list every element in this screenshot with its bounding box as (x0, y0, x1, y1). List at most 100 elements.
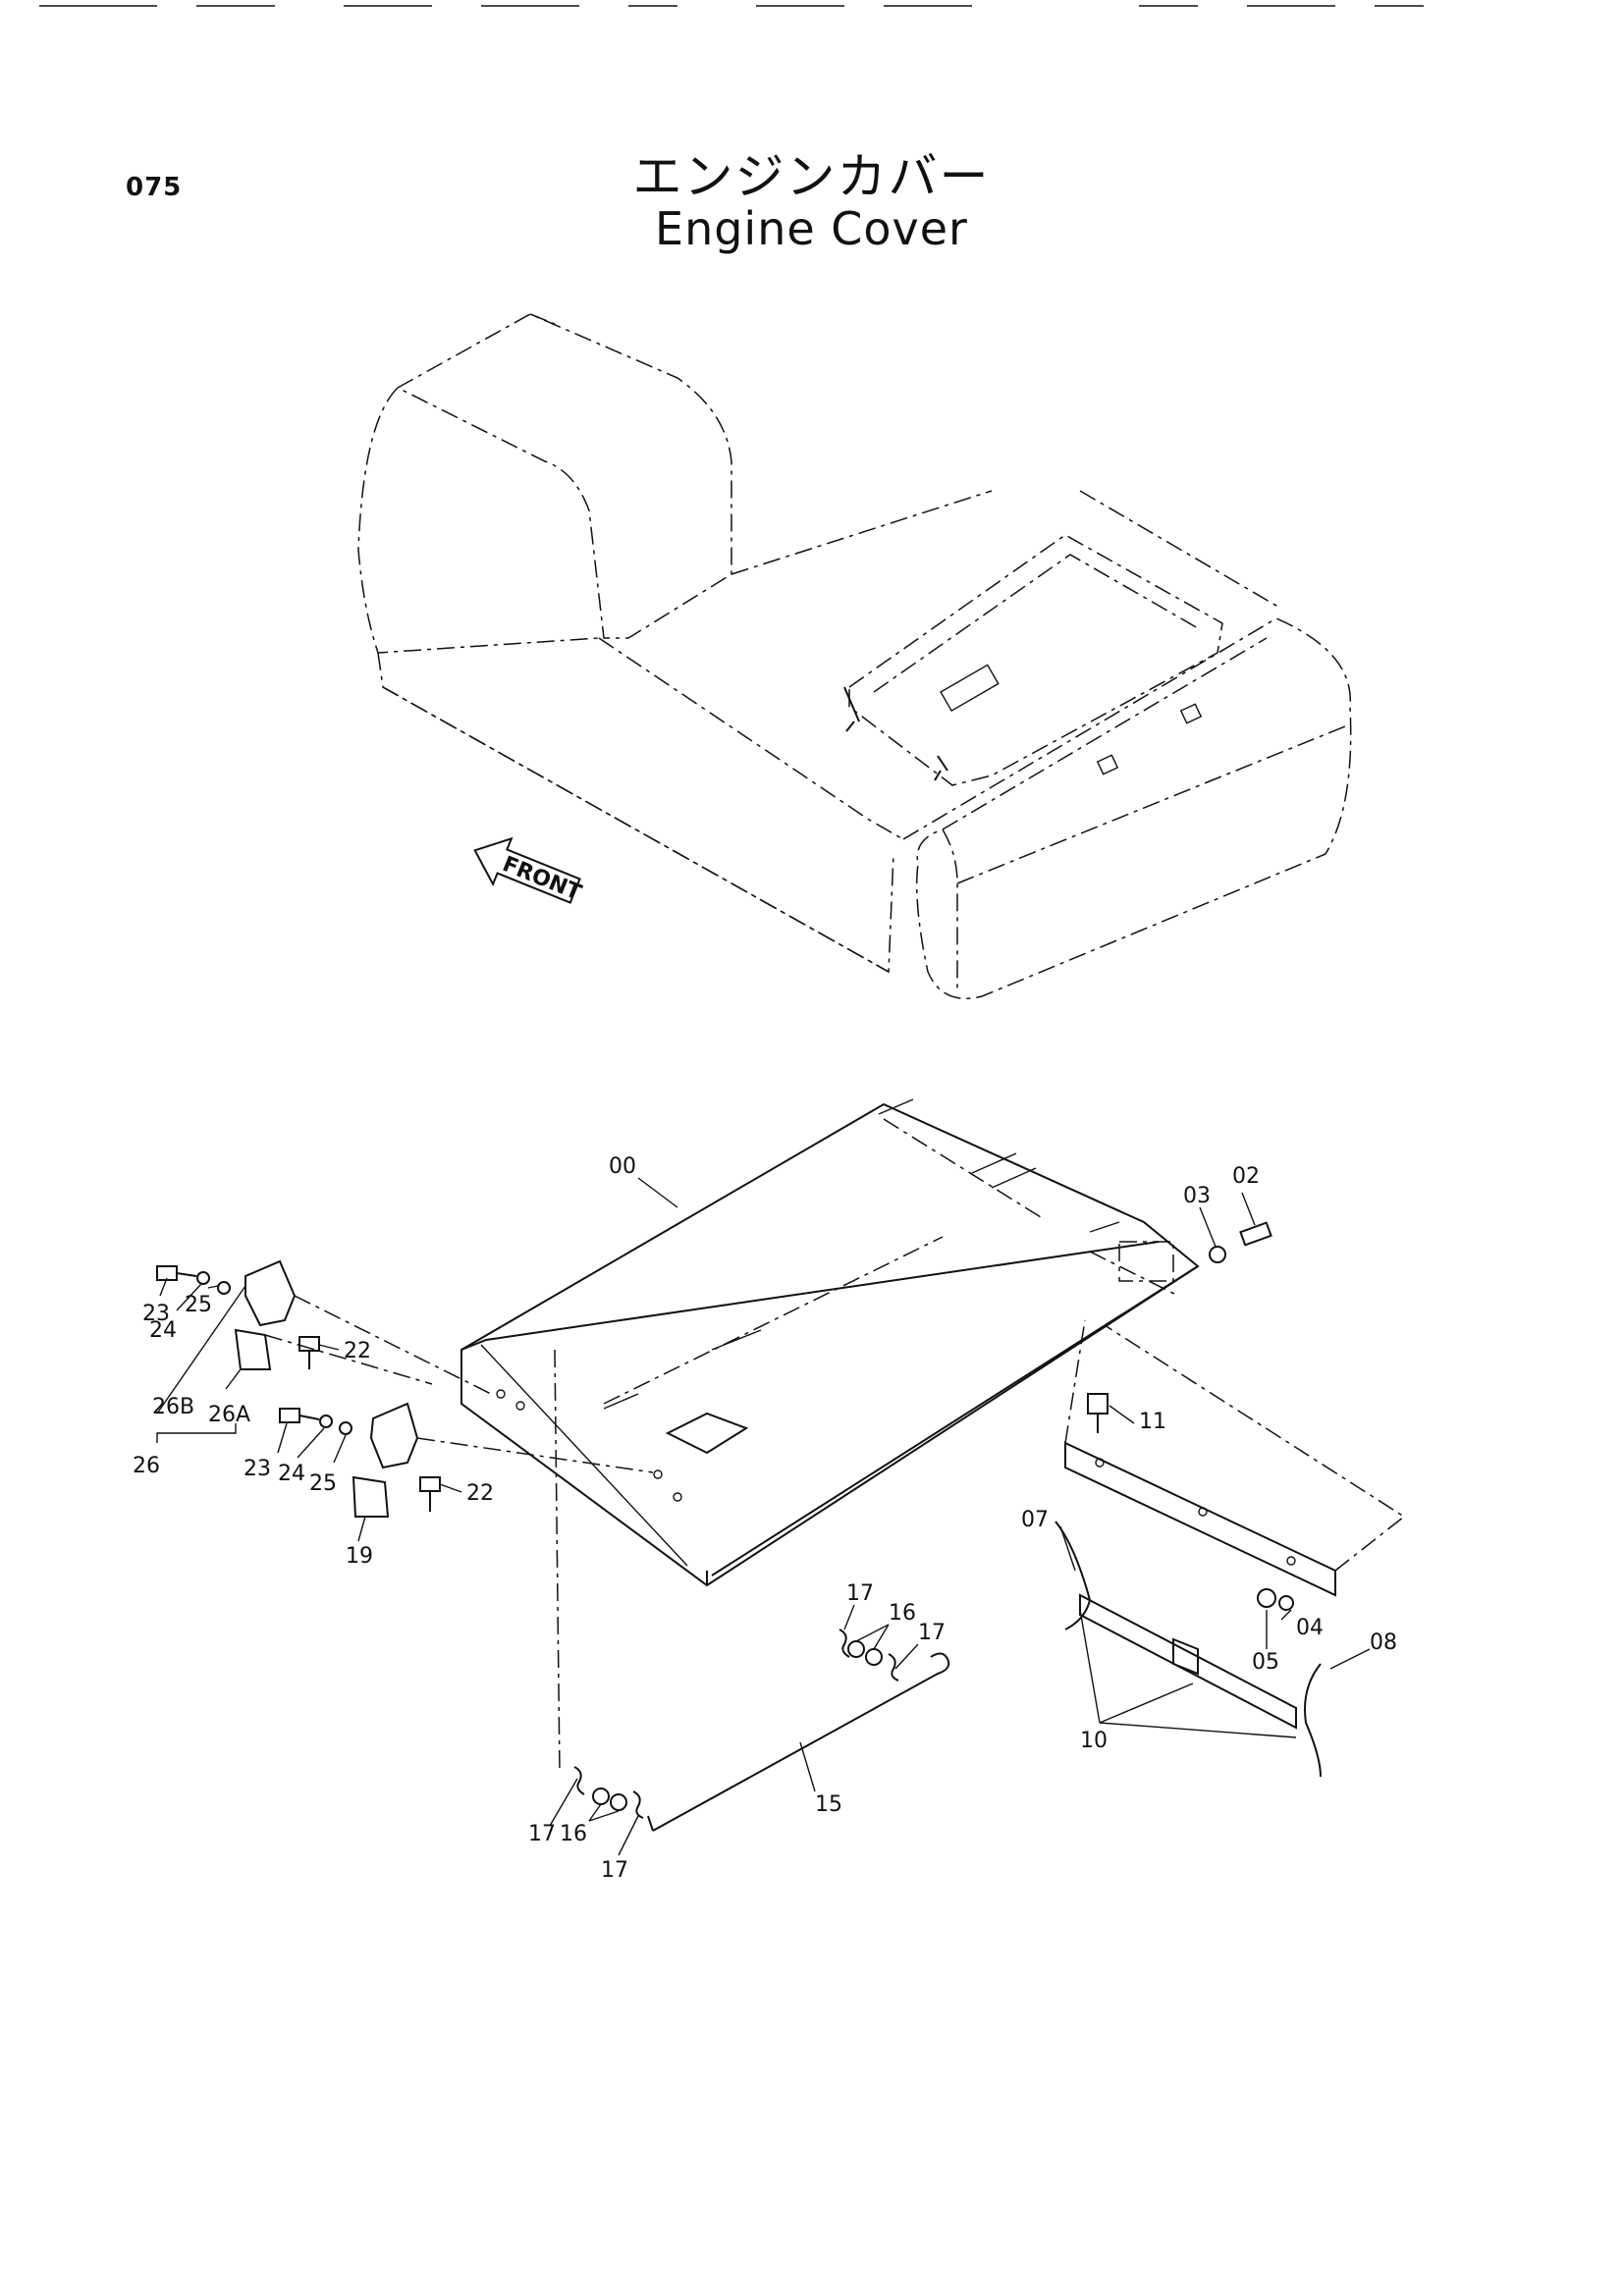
leader-15 (799, 1741, 816, 1792)
leader-26b (156, 1285, 246, 1415)
installed-engine-cover (848, 534, 1223, 786)
latch-body-upper (244, 1259, 297, 1327)
callout-26b: 26B (152, 1395, 194, 1419)
callout-26a: 26A (208, 1403, 250, 1427)
bolt-23-lower-shank (298, 1415, 320, 1420)
leader-07 (1059, 1525, 1076, 1572)
counterweight-front (942, 725, 1346, 991)
callout-10: 10 (1080, 1729, 1108, 1753)
leader-22-upper (318, 1344, 340, 1351)
leader-25-upper (207, 1285, 219, 1289)
leader-17-upper-2 (894, 1643, 919, 1670)
latch-assembly-upper (156, 1259, 492, 1395)
leader-10 (1079, 1609, 1297, 1738)
washer-25-lower (339, 1421, 352, 1435)
support-rod-end (647, 1815, 654, 1832)
callout-24-lower: 24 (278, 1462, 305, 1486)
installed-cover-ridge (873, 554, 1199, 693)
leader-00 (637, 1177, 678, 1208)
leader-26-bracket (156, 1423, 237, 1443)
engine-cover-assembly (460, 1098, 1200, 1587)
leader-26a (225, 1368, 242, 1390)
washer-16-upper-2 (865, 1648, 883, 1666)
leader-23-upper (159, 1277, 168, 1297)
engine-cover-lip (706, 1265, 1199, 1585)
bracket-hole-1 (1095, 1458, 1105, 1468)
counterweight-bracket-1 (1179, 703, 1203, 724)
callout-17-lower-1: 17 (528, 1822, 556, 1846)
callout-04: 04 (1296, 1616, 1324, 1640)
leader-25-lower (333, 1434, 347, 1464)
bracket-hole-3 (1286, 1556, 1296, 1566)
vent-row-2 (971, 1152, 1017, 1174)
callout-05: 05 (1252, 1650, 1279, 1675)
bracket-plate (1064, 1441, 1336, 1597)
callout-07: 07 (1021, 1508, 1049, 1532)
washer-16-lower-1 (592, 1788, 610, 1805)
leader-08 (1329, 1648, 1371, 1670)
rod-guide-line (554, 1349, 561, 1773)
callout-00: 00 (609, 1154, 636, 1179)
counterweight-bracket-2 (1096, 754, 1119, 775)
bolt-23-upper (156, 1265, 178, 1281)
callout-23-lower: 23 (243, 1457, 271, 1481)
deck-bottom (382, 686, 890, 973)
engine-cover-panel (460, 1102, 1200, 1587)
mount-hole-4 (673, 1492, 682, 1502)
page-number: 075 (126, 173, 183, 202)
hinge-assembly (1055, 1521, 1322, 1778)
latch-lower-guide (416, 1437, 654, 1473)
hinge-bracket (1064, 1319, 1406, 1597)
bolt-23-upper-shank (176, 1272, 197, 1277)
latch-body-lower (369, 1402, 419, 1469)
front-label: FRONT (499, 852, 584, 906)
deck-top (598, 490, 1282, 840)
leader-16-lower (588, 1803, 620, 1822)
clip-17-lower-2 (632, 1790, 644, 1819)
callout-15: 15 (815, 1792, 842, 1817)
leader-02 (1241, 1192, 1256, 1226)
vent-row-3 (991, 1167, 1037, 1189)
leader-16-upper (855, 1624, 890, 1650)
mount-hole-3 (653, 1469, 663, 1479)
latch-assembly-lower (279, 1402, 654, 1518)
hinge-arm-07 (1055, 1521, 1092, 1630)
clip-17-lower-1 (573, 1766, 585, 1795)
vent-row-4 (1089, 1221, 1120, 1233)
leader-17-upper-1 (843, 1604, 855, 1630)
vent-row-6 (603, 1393, 639, 1410)
cover-hidden-lines (603, 1118, 1179, 1405)
vent-row-1 (878, 1098, 914, 1115)
callout-19: 19 (346, 1544, 373, 1569)
clip-17-upper-2 (888, 1653, 899, 1682)
callout-22-lower: 22 (466, 1481, 494, 1506)
latch-upper-guides (264, 1295, 492, 1395)
callout-11: 11 (1139, 1410, 1166, 1434)
clip-17-upper-1 (839, 1629, 850, 1658)
leader-04 (1280, 1609, 1292, 1621)
cab-side (357, 387, 600, 654)
callout-02: 02 (1232, 1164, 1260, 1189)
latch-striker-26a (234, 1328, 272, 1370)
leader-03 (1199, 1206, 1217, 1248)
bolt-11 (1087, 1393, 1109, 1415)
bracket-guide-lines (1064, 1319, 1406, 1572)
engine-cover-side-edge (480, 1344, 688, 1567)
support-rod-15 (652, 1652, 950, 1832)
callout-17-upper-1: 17 (846, 1581, 874, 1606)
hinge-shaft (1079, 1593, 1297, 1730)
title-english: Engine Cover (655, 202, 968, 255)
mount-hole-1 (496, 1389, 506, 1399)
cab-outline (397, 313, 732, 639)
title-japanese: エンジンカバー (632, 148, 991, 205)
callout-17-upper-2: 17 (918, 1621, 946, 1645)
support-rod-assembly (554, 1349, 950, 1832)
front-direction-arrow: FRONT (473, 836, 584, 906)
inspection-hatch (665, 1412, 749, 1455)
deck-left-side (377, 652, 894, 974)
mount-hole-2 (515, 1401, 525, 1411)
cab-top-edge (529, 313, 556, 325)
washer-25-upper (217, 1281, 231, 1295)
callout-25-upper: 25 (185, 1293, 212, 1317)
